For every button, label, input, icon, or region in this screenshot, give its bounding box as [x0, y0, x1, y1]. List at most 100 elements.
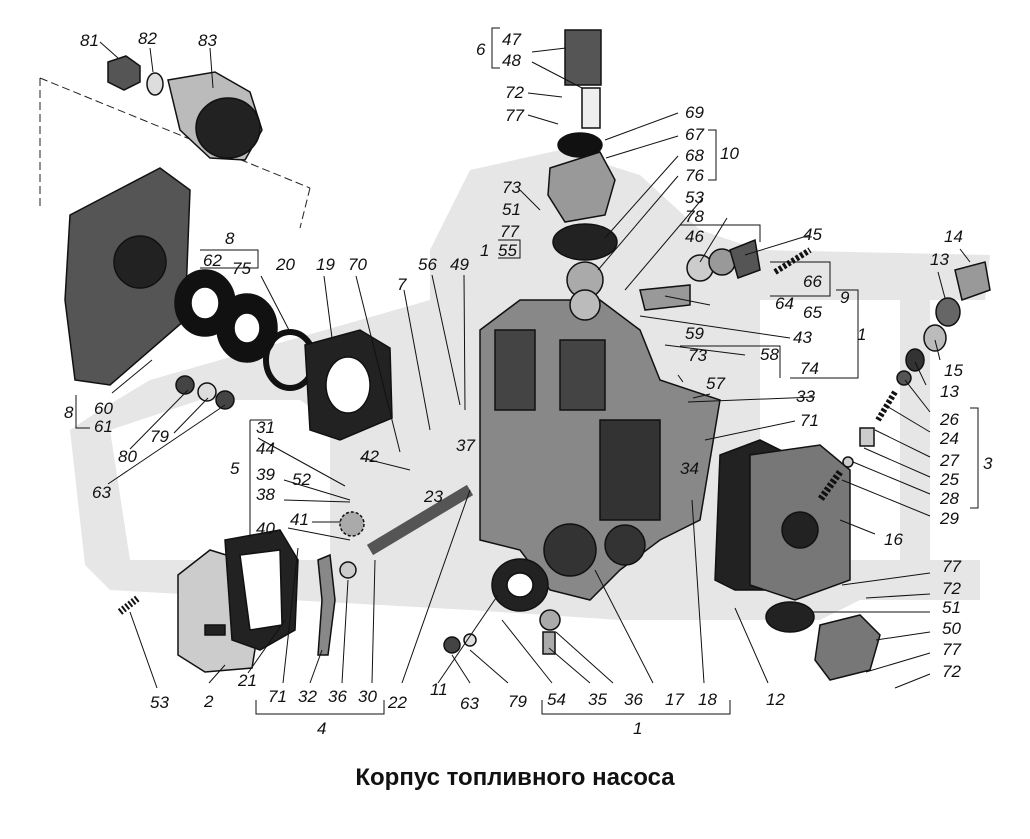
label-21: 21 [237, 671, 257, 690]
label-26: 26 [939, 410, 959, 429]
label-82: 82 [138, 29, 157, 48]
label-73b: 73 [688, 346, 707, 365]
part-labels: 81 82 83 6 47 48 72 77 69 67 68 76 10 73… [64, 29, 993, 738]
label-14: 14 [944, 227, 963, 246]
washer-82 [146, 72, 164, 96]
diagram-caption: Корпус топливного насоса [355, 764, 675, 791]
label-77b: 77 [500, 222, 519, 241]
label-1c: 1 [633, 719, 642, 738]
label-79a: 79 [508, 692, 527, 711]
label-7: 7 [397, 275, 407, 294]
gasket-68 [552, 223, 618, 261]
label-27: 27 [939, 451, 959, 470]
label-53a: 53 [685, 188, 704, 207]
label-72b: 72 [942, 579, 961, 598]
label-75: 75 [232, 259, 251, 278]
label-58: 58 [760, 345, 779, 364]
label-46: 46 [685, 227, 704, 246]
label-9: 9 [840, 288, 850, 307]
label-54: 54 [547, 690, 566, 709]
label-31: 31 [256, 418, 275, 437]
label-24: 24 [939, 429, 959, 448]
label-64: 64 [775, 294, 794, 313]
projection-lines [39, 77, 311, 229]
label-13a: 13 [930, 250, 949, 269]
label-77a: 77 [505, 106, 524, 125]
label-71b: 71 [268, 687, 287, 706]
label-8b: 8 [64, 403, 74, 422]
label-69: 69 [685, 103, 704, 122]
label-51b: 51 [942, 598, 961, 617]
label-47: 47 [502, 30, 521, 49]
label-77c: 77 [942, 557, 961, 576]
valve-47 [564, 29, 602, 86]
label-3: 3 [983, 454, 993, 473]
label-62: 62 [203, 251, 222, 270]
label-5: 5 [230, 459, 240, 478]
label-34: 34 [680, 459, 699, 478]
label-65: 65 [803, 303, 822, 322]
lever-32 [317, 553, 336, 656]
label-79b: 79 [150, 427, 169, 446]
label-13b: 13 [940, 382, 959, 401]
label-77d: 77 [942, 640, 961, 659]
label-51a: 51 [502, 200, 521, 219]
label-52: 52 [292, 470, 311, 489]
label-22: 22 [387, 693, 407, 712]
label-70: 70 [348, 255, 367, 274]
label-57: 57 [706, 374, 725, 393]
label-48: 48 [502, 51, 521, 70]
label-71a: 71 [800, 411, 819, 430]
label-35: 35 [588, 690, 607, 709]
label-19: 19 [316, 255, 335, 274]
label-41: 41 [290, 510, 309, 529]
bracket-lines [75, 27, 979, 715]
label-42: 42 [360, 447, 379, 466]
label-12: 12 [766, 690, 785, 709]
leader-lines [99, 41, 971, 689]
label-59: 59 [685, 324, 704, 343]
label-1a: 1 [480, 241, 489, 260]
label-39: 39 [256, 465, 275, 484]
label-72c: 72 [942, 662, 961, 681]
label-23: 23 [423, 487, 443, 506]
label-63b: 63 [92, 483, 111, 502]
label-15: 15 [944, 361, 963, 380]
label-20: 20 [275, 255, 295, 274]
label-38: 38 [256, 485, 275, 504]
label-78: 78 [685, 207, 704, 226]
label-63a: 63 [460, 694, 479, 713]
label-74: 74 [800, 359, 819, 378]
label-6: 6 [476, 40, 486, 59]
label-30: 30 [358, 687, 377, 706]
label-43: 43 [793, 328, 812, 347]
parts [64, 29, 991, 681]
cap-50 [814, 614, 881, 681]
gasket-51 [765, 601, 815, 633]
label-55: 55 [498, 241, 517, 260]
sleeve-48 [581, 87, 601, 129]
label-37: 37 [456, 436, 475, 455]
label-49: 49 [450, 255, 469, 274]
label-18: 18 [698, 690, 717, 709]
body-67 [547, 151, 616, 223]
label-80: 80 [118, 447, 137, 466]
label-28: 28 [939, 489, 959, 508]
label-56: 56 [418, 255, 437, 274]
label-36b: 36 [328, 687, 347, 706]
seal-69 [557, 132, 603, 158]
label-25: 25 [939, 470, 959, 489]
label-68: 68 [685, 146, 704, 165]
label-60: 60 [94, 399, 113, 418]
label-33: 33 [796, 387, 815, 406]
label-32: 32 [298, 687, 317, 706]
label-2: 2 [203, 692, 214, 711]
nut-81 [107, 55, 141, 91]
plug-14 [954, 261, 991, 301]
label-10: 10 [720, 144, 739, 163]
label-44: 44 [256, 439, 275, 458]
label-61: 61 [94, 417, 113, 436]
label-8a: 8 [225, 229, 235, 248]
label-17: 17 [665, 690, 684, 709]
